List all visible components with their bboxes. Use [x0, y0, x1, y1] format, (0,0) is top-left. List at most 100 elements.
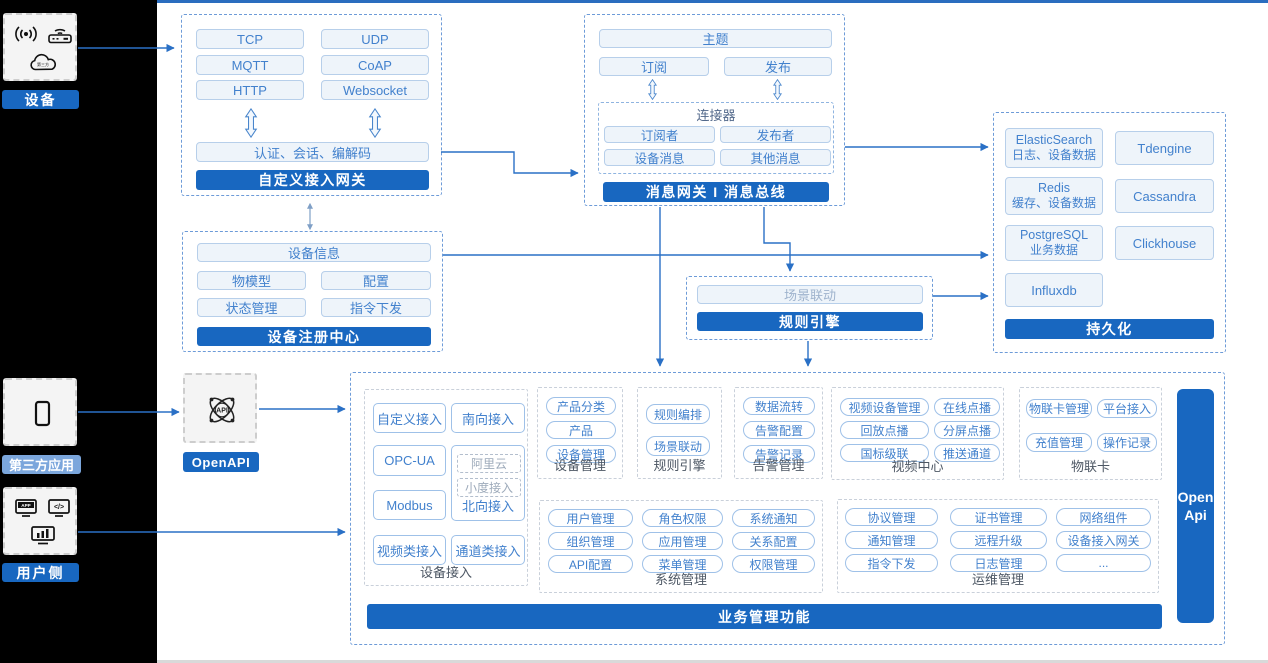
- section-device-mgmt: 产品分类 产品 设备管理 设备管理: [537, 387, 623, 479]
- north-access-box: 阿里云 小度接入 北向接入: [451, 445, 525, 521]
- protocol-pill: HTTP: [196, 80, 304, 100]
- signal-icon: [13, 25, 39, 48]
- access-pill: 通道类接入: [451, 535, 525, 565]
- ops-pill: 远程升级: [950, 531, 1047, 549]
- section-device-access: 自定义接入 南向接入 OPC-UA 阿里云 小度接入 北向接入 Modbus 视…: [364, 389, 528, 586]
- section-label: 物联卡: [1070, 459, 1110, 474]
- section-label: 设备接入: [419, 565, 472, 580]
- section-alarm: 数据流转 告警配置 告警记录 告警管理: [734, 387, 823, 479]
- section-iot-card: 物联卡管理 平台接入 充值管理 操作记录 物联卡: [1019, 387, 1162, 480]
- access-pill: OPC-UA: [373, 445, 446, 476]
- ops-pill: 网络组件: [1056, 508, 1151, 526]
- video-pill: 回放点播: [840, 421, 929, 439]
- rule-engine-node-box: 场景联动 规则引擎: [686, 276, 933, 340]
- video-pill: 视频设备管理: [840, 398, 929, 416]
- video-pill: 推送通道: [934, 444, 1000, 462]
- connector-pill: 设备消息: [604, 149, 715, 166]
- system-pill: 关系配置: [732, 532, 815, 550]
- chart-icon: [30, 525, 56, 552]
- ops-pill: ...: [1056, 554, 1151, 572]
- device-node-box: 第三方: [3, 13, 77, 81]
- section-label: 运维管理: [971, 572, 1024, 587]
- svg-text:APP: APP: [21, 503, 30, 508]
- system-pill: 应用管理: [642, 532, 723, 550]
- protocol-pill: MQTT: [196, 55, 304, 75]
- open-api-label: OpenAPI: [183, 452, 259, 472]
- user-side-label: 用户侧: [2, 563, 79, 582]
- svg-text:API: API: [216, 408, 228, 415]
- svg-text:第三方: 第三方: [37, 61, 49, 67]
- message-bus-title: 消息网关 I 消息总线: [603, 182, 829, 202]
- section-ops-mgmt: 协议管理 证书管理 网络组件 通知管理 远程升级 设备接入网关 指令下发 日志管…: [837, 499, 1159, 593]
- rule-pill: 规则编排: [646, 404, 710, 424]
- north-access-label: 北向接入: [461, 499, 514, 514]
- app-icon: APP: [14, 498, 38, 525]
- store-pill: Tdengine: [1115, 131, 1214, 165]
- third-party-label: 第三方应用: [2, 455, 81, 474]
- registry-pill: 状态管理: [197, 298, 306, 317]
- system-pill: 系统通知: [732, 509, 815, 527]
- svg-text:</>: </>: [54, 504, 64, 511]
- video-pill: 在线点播: [934, 398, 1000, 416]
- mgmt-pill: 设备管理: [546, 445, 616, 463]
- mgmt-pill: 产品分类: [546, 397, 616, 415]
- double-arrow-icon: [772, 78, 783, 105]
- device-label: 设备: [2, 90, 79, 109]
- third-party-node-box: [3, 378, 77, 446]
- store-pill: Cassandra: [1115, 179, 1214, 213]
- protocol-pill: UDP: [321, 29, 429, 49]
- business-box: 自定义接入 南向接入 OPC-UA 阿里云 小度接入 北向接入 Modbus 视…: [350, 372, 1225, 645]
- system-pill: 菜单管理: [642, 555, 723, 573]
- iot-pill: 充值管理: [1026, 433, 1092, 452]
- video-pill: 分屏点播: [934, 421, 1000, 439]
- section-system-mgmt: 用户管理 角色权限 系统通知 组织管理 应用管理 关系配置 API配置 菜单管理…: [539, 500, 823, 593]
- ops-pill: 设备接入网关: [1056, 531, 1151, 549]
- system-pill: 权限管理: [732, 555, 815, 573]
- code-icon: </>: [47, 498, 71, 525]
- alarm-pill: 告警配置: [743, 421, 815, 439]
- store-pill: Clickhouse: [1115, 226, 1214, 260]
- video-pill: 国标级联: [840, 444, 929, 462]
- custom-gateway-title: 自定义接入网关: [196, 170, 429, 190]
- protocol-pill: TCP: [196, 29, 304, 49]
- system-pill: 用户管理: [548, 509, 633, 527]
- alarm-pill: 数据流转: [743, 397, 815, 415]
- registry-title: 设备注册中心: [197, 327, 431, 346]
- alarm-pill: 告警记录: [743, 445, 815, 463]
- mgmt-pill: 产品: [546, 421, 616, 439]
- business-title-bar: 业务管理功能: [367, 604, 1162, 629]
- rule-engine-title: 规则引擎: [697, 312, 923, 331]
- publish-pill: 发布: [724, 57, 832, 76]
- store-pill: Influxdb: [1005, 273, 1103, 307]
- section-label: 设备管理: [553, 458, 606, 473]
- phone-icon: [32, 400, 53, 433]
- registry-pill: 指令下发: [321, 298, 431, 317]
- ops-pill: 日志管理: [950, 554, 1047, 572]
- system-pill: 组织管理: [548, 532, 633, 550]
- ops-pill: 证书管理: [950, 508, 1047, 526]
- session-pill: 认证、会话、编解码: [196, 142, 429, 162]
- north-access-pill: 小度接入: [457, 478, 521, 497]
- north-access-pill: 阿里云: [457, 454, 521, 473]
- access-pill: 自定义接入: [373, 403, 446, 433]
- ops-pill: 指令下发: [845, 554, 938, 572]
- user-side-node-box: APP </>: [3, 487, 77, 555]
- protocol-pill: Websocket: [321, 80, 429, 100]
- registry-pill: 配置: [321, 271, 431, 290]
- access-pill: Modbus: [373, 490, 446, 520]
- section-rule-engine: 规则编排 场景联动 规则引擎: [637, 387, 722, 479]
- double-arrow-icon: [368, 107, 382, 143]
- section-label: 规则引擎: [653, 458, 706, 473]
- ops-pill: 协议管理: [845, 508, 938, 526]
- section-label: 视频中心: [891, 459, 944, 474]
- protocol-pill: CoAP: [321, 55, 429, 75]
- registry-pill: 设备信息: [197, 243, 431, 262]
- api-atom-icon: API: [203, 391, 241, 434]
- scene-linkage-pill: 场景联动: [697, 285, 923, 304]
- registry-pill: 物模型: [197, 271, 306, 290]
